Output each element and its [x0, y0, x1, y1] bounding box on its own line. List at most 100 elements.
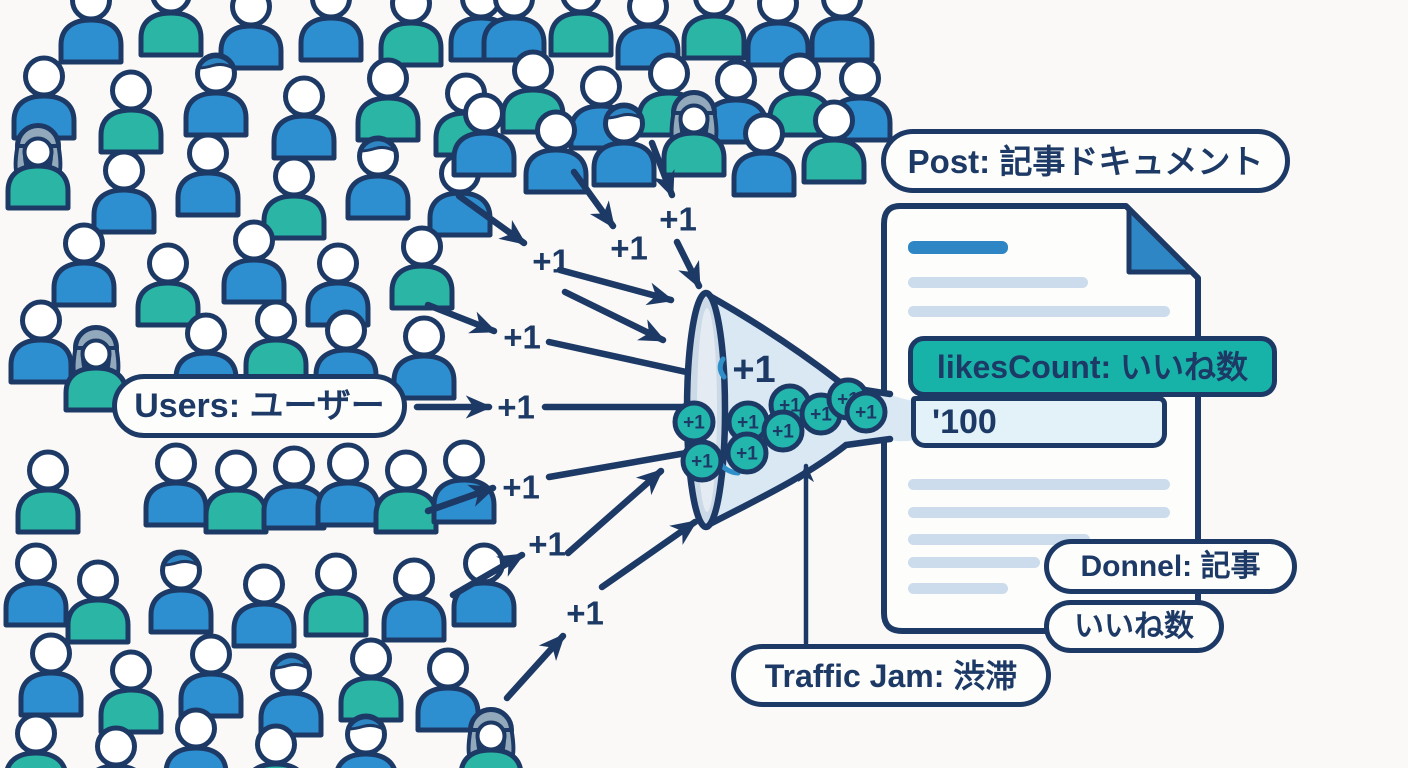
user-avatar [335, 713, 397, 768]
user-avatar [378, 0, 444, 68]
user-avatar [661, 90, 727, 178]
user-avatar [703, 59, 769, 145]
user-avatar [91, 149, 157, 235]
svg-text:+1: +1 [683, 413, 705, 434]
user-avatar [231, 563, 297, 649]
donnel-label: Donnel: 記事 [1044, 539, 1297, 594]
user-avatar [163, 707, 229, 768]
flow-arrow [424, 484, 497, 515]
user-avatar [731, 112, 797, 198]
flow-arrow [424, 301, 498, 335]
traffic-jam-label: Traffic Jam: 渋滞 [731, 644, 1051, 707]
plus-one-label: +1 [610, 230, 648, 267]
svg-text:+1: +1 [810, 405, 832, 426]
likes-count-badge: likesCount: いいね数 [908, 336, 1277, 397]
user-avatar [523, 109, 589, 195]
user-avatar [138, 0, 204, 58]
flow-arrow [455, 192, 528, 247]
swirl-arc-icon [717, 356, 727, 380]
user-avatar [415, 647, 481, 733]
user-avatar [261, 445, 327, 531]
user-avatar [315, 442, 381, 528]
user-avatar [148, 549, 214, 635]
flow-arrow [598, 518, 699, 591]
user-avatar [261, 155, 327, 241]
user-avatar [221, 219, 287, 305]
flow-arrow [673, 238, 703, 290]
funnel-plus-one-label: +1 [732, 349, 775, 391]
user-avatar [98, 69, 164, 155]
user-avatar [183, 52, 249, 138]
like-token: +1 [725, 431, 769, 475]
doc-text-line [908, 534, 1090, 545]
user-avatar [98, 649, 164, 735]
like-token: +1 [680, 439, 724, 483]
user-avatar [451, 92, 517, 178]
user-avatar [298, 0, 364, 63]
doc-text-line [908, 507, 1170, 518]
user-avatar [381, 557, 447, 643]
flow-arrow [561, 288, 667, 344]
svg-text:+1: +1 [736, 444, 758, 465]
doc-text-line [908, 277, 1088, 288]
user-avatar [681, 0, 747, 61]
flow-arrow [570, 168, 617, 230]
user-avatar [271, 75, 337, 161]
like-token: +1 [799, 392, 843, 436]
svg-text:+1: +1 [772, 422, 794, 443]
plus-one-label: +1 [532, 243, 570, 280]
svg-text:+1: +1 [737, 413, 759, 434]
doc-text-line [908, 557, 1040, 568]
user-avatar [355, 57, 421, 143]
user-avatar [58, 0, 124, 65]
user-avatar [8, 299, 74, 385]
user-avatar [373, 449, 439, 535]
user-avatar [391, 315, 457, 401]
user-avatar [548, 0, 614, 58]
plus-one-label: +1 [659, 201, 697, 238]
fold-corner-icon [1126, 206, 1195, 275]
plus-one-label: +1 [502, 469, 540, 506]
plus-one-label: +1 [566, 595, 604, 632]
user-avatar [345, 135, 411, 221]
plus-one-label: +1 [497, 389, 535, 426]
user-avatar [338, 637, 404, 723]
user-avatar [5, 123, 71, 211]
user-avatar [243, 299, 309, 385]
flow-arrow [556, 266, 675, 306]
users-label: Users: ユーザー [112, 374, 407, 438]
user-avatar [135, 242, 201, 328]
user-avatar [451, 542, 517, 628]
flow-arrow [564, 467, 665, 557]
user-avatar [218, 0, 284, 71]
doc-text-line [908, 306, 1170, 317]
user-avatar [3, 542, 69, 628]
user-avatar [258, 652, 324, 738]
like-tokens: +1+1+1+1+1+1+1+1+1 [672, 377, 888, 483]
user-avatar [801, 99, 867, 185]
doc-text-line [908, 479, 1170, 490]
user-avatar [143, 442, 209, 528]
user-avatar [15, 449, 81, 535]
svg-text:+1: +1 [691, 452, 713, 473]
user-avatar [431, 439, 497, 525]
doc-text-line [908, 583, 1008, 594]
user-avatar [481, 0, 547, 63]
user-avatar [5, 712, 67, 768]
plus-one-label: +1 [503, 319, 541, 356]
user-avatar [51, 222, 117, 308]
flow-arrow [648, 139, 676, 199]
svg-text:+1: +1 [855, 403, 877, 424]
like-token: +1 [761, 409, 805, 453]
user-avatar [203, 449, 269, 535]
user-avatar [809, 0, 875, 63]
user-avatar [745, 0, 811, 68]
user-avatar [615, 0, 681, 71]
user-avatar [178, 633, 244, 719]
likes-count-value: '100 [911, 396, 1167, 448]
user-avatar [18, 632, 84, 718]
user-avatar [303, 552, 369, 638]
plus-one-label: +1 [528, 526, 566, 563]
user-avatar [389, 225, 455, 311]
